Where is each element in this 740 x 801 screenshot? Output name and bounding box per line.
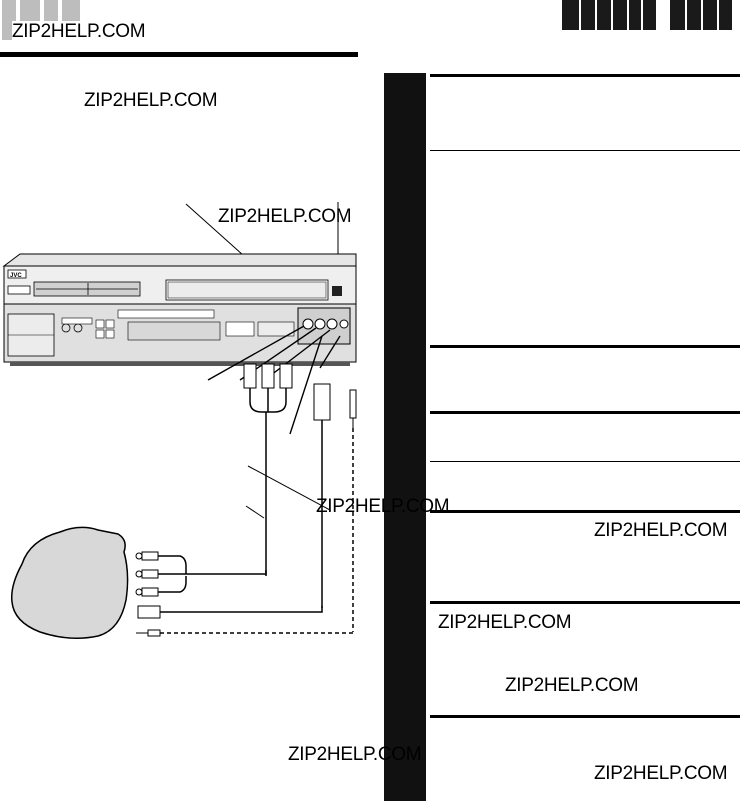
right-rule-4 — [430, 411, 740, 414]
vcr-logo: JVC — [10, 273, 22, 279]
page-tab-block-1 — [562, 0, 656, 30]
connection-diagram: JVC — [2, 202, 357, 639]
svideo-plug — [313, 383, 331, 430]
right-rule-6 — [430, 510, 740, 513]
right-rule-7 — [430, 601, 740, 604]
rca-plugs — [243, 363, 293, 413]
watermark-right-2: ZIP2HELP.COM — [438, 612, 572, 633]
watermark-bottom-right: ZIP2HELP.COM — [594, 763, 728, 784]
watermark-bottom-center: ZIP2HELP.COM — [288, 744, 422, 765]
sidebar-bar — [384, 73, 426, 801]
right-rule-1 — [430, 74, 740, 77]
watermark-top-left: ZIP2HELP.COM — [12, 21, 146, 43]
camcorder — [10, 526, 129, 639]
page-tab-dividers — [579, 0, 719, 30]
right-rule-8 — [430, 715, 740, 718]
watermark-diagram-middle: ZIP2HELP.COM — [316, 496, 450, 517]
mini-plug — [349, 389, 357, 428]
watermark-right-3: ZIP2HELP.COM — [505, 675, 639, 696]
watermark-diagram-top: ZIP2HELP.COM — [218, 206, 352, 227]
right-rule-5 — [430, 461, 740, 462]
watermark-right-1: ZIP2HELP.COM — [594, 520, 728, 541]
right-rule-2 — [430, 150, 740, 151]
watermark-upper-left: ZIP2HELP.COM — [84, 90, 218, 111]
vcr-unit: JVC — [2, 253, 357, 366]
camcorder-plugs — [135, 551, 161, 637]
header-rule — [0, 52, 358, 57]
right-rule-3 — [430, 345, 740, 348]
